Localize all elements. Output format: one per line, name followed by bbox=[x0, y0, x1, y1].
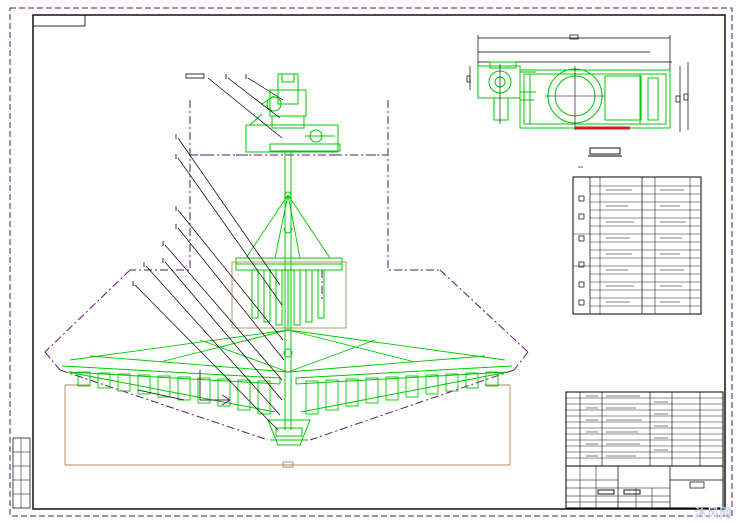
bottom-scraper bbox=[267, 419, 311, 446]
parts-list-table bbox=[572, 176, 702, 315]
rake-blades-right bbox=[305, 371, 499, 415]
lower-tie-rods bbox=[69, 329, 506, 373]
plan-drive-unit bbox=[519, 68, 671, 129]
hinge-marks bbox=[199, 370, 231, 406]
watermark-logo: 沐风网 bbox=[694, 506, 732, 520]
leader-tags bbox=[132, 73, 247, 286]
title-block bbox=[565, 391, 724, 509]
plan-gearbox bbox=[477, 61, 536, 121]
rake-arms bbox=[61, 365, 513, 413]
mid-cage bbox=[235, 257, 343, 330]
plan-view-label bbox=[589, 147, 621, 155]
leader-lines bbox=[134, 77, 285, 431]
upper-tie-rods bbox=[245, 194, 331, 259]
plan-center-marks bbox=[499, 64, 605, 130]
main-elevation-view bbox=[44, 73, 529, 468]
drive-head bbox=[245, 73, 341, 153]
sheet-frame bbox=[9, 7, 733, 517]
central-shaft bbox=[283, 150, 293, 430]
rake-blades-left bbox=[77, 371, 271, 415]
top-plan-view bbox=[466, 34, 689, 168]
